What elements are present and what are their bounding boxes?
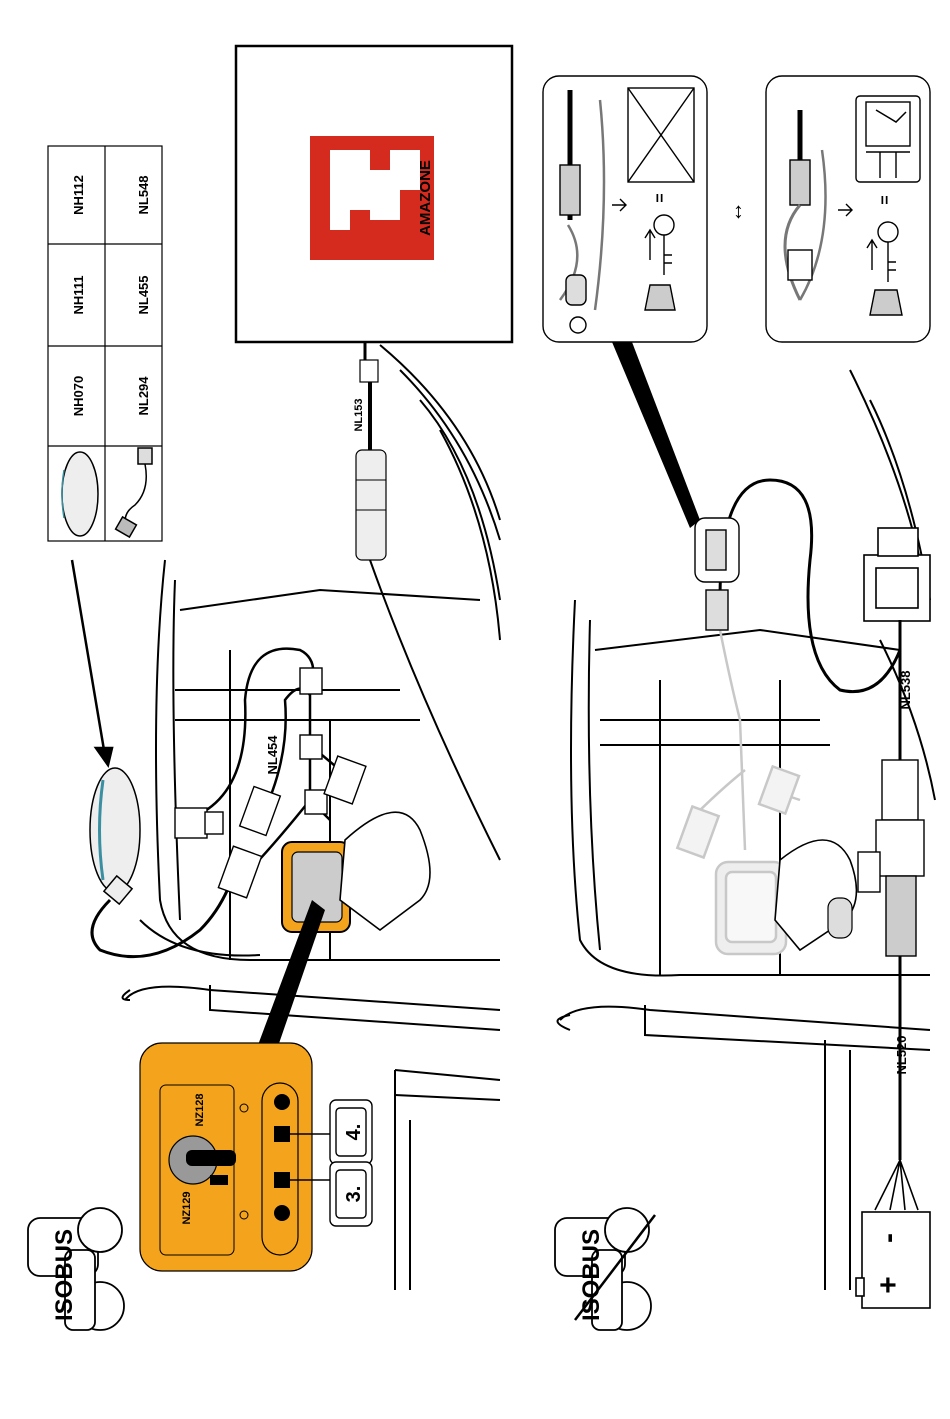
key-fob (828, 898, 852, 938)
label-nl153: NL153 (353, 398, 365, 431)
monitor-cable (356, 342, 386, 560)
instruction-box-1 (543, 76, 707, 342)
amazone-logo-text: AMAZONE (417, 160, 434, 236)
pin-4: 4 (277, 1130, 289, 1137)
label-nl538: NL538 (898, 670, 913, 709)
ignition-connectors (695, 518, 739, 630)
part-nl455: NL455 (136, 275, 151, 314)
monitor-box: AMAZONE (236, 46, 512, 342)
socket-detail (140, 1043, 312, 1271)
part-nh112: NH112 (71, 175, 86, 215)
plug-4: 4. (343, 1124, 365, 1141)
pin-3: 3 (277, 1177, 289, 1183)
plug-3: 3. (343, 1186, 365, 1203)
part-nh111: NH111 (71, 275, 86, 314)
equals-1: = (652, 193, 669, 202)
label-nz129: NZ129 (181, 1191, 193, 1224)
isobus-text-bottom: ISOBUS (578, 1229, 605, 1321)
bottom-panel: = ↔ = (543, 76, 935, 1330)
top-panel: NH070 NH111 NH112 NL294 NL455 NL548 AMAZ… (28, 46, 512, 1330)
gps-receiver (90, 768, 140, 904)
battery-minus: - (872, 1233, 905, 1243)
part-nl548: NL548 (136, 175, 151, 214)
label-nz128: NZ128 (194, 1093, 206, 1126)
relay-box (864, 528, 930, 621)
pointer-arrow (72, 560, 112, 765)
detail-wedge-2 (612, 342, 700, 528)
isobus-logo-bottom (555, 1208, 655, 1330)
equals-2: = (877, 195, 894, 204)
gps-receiver-thumb (62, 452, 98, 536)
battery-connector (858, 760, 924, 956)
cable-thumb (116, 448, 152, 537)
part-nh070: NH070 (71, 376, 86, 416)
battery-plus: + (872, 1276, 905, 1294)
label-nl520: NL520 (894, 1035, 909, 1074)
swap-arrow: ↔ (722, 201, 747, 223)
isobus-text-top: ISOBUS (51, 1229, 78, 1321)
hand (340, 812, 430, 930)
instruction-box-2 (766, 76, 930, 342)
part-nl294: NL294 (136, 376, 151, 416)
label-nl454: NL454 (265, 735, 280, 775)
